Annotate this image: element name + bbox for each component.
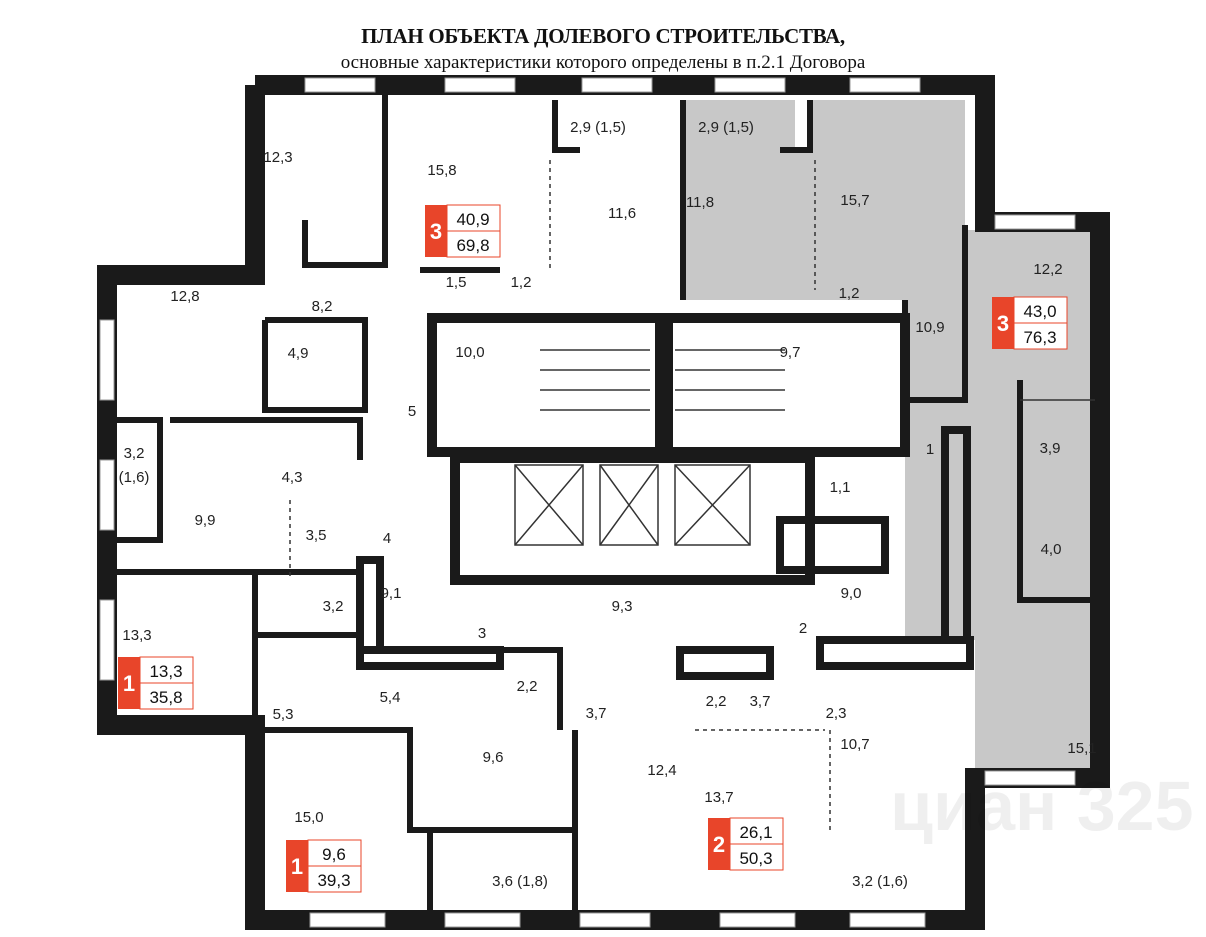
total-area: 69,8 [456,236,489,255]
total-area: 50,3 [739,849,772,868]
room-area-label: 9,9 [195,512,216,529]
living-area: 40,9 [456,210,489,229]
room-area-label: 4,0 [1041,541,1062,558]
apartment-badge[interactable]: 3 43,0 76,3 [992,296,1068,350]
plan-subtitle: основные характеристики которого определ… [340,52,866,73]
room-area-label: 12,2 [1033,261,1062,278]
room-area-label: 1,5 [446,274,467,291]
room-area-label: 15,7 [840,192,869,209]
apartment-rooms: 1 [291,854,303,879]
apartment-rooms: 2 [713,832,725,857]
total-area: 35,8 [149,688,182,707]
room-area-label: 13,7 [704,789,733,806]
room-area-label: 1,1 [830,479,851,496]
room-area-label: 3,7 [750,693,771,710]
room-area-label: 4,9 [288,345,309,362]
room-area-label: 10,7 [840,736,869,753]
watermark-logo: циан 325 [890,767,1194,845]
living-area: 26,1 [739,823,772,842]
room-area-label: 5,3 [273,706,294,723]
room-area-label: 3,2 [323,598,344,615]
room-area-label: 2,2 [706,693,727,710]
room-area-label: 2,3 [826,705,847,722]
room-area-label: 11,6 [608,205,636,222]
room-area-label: 1,2 [839,285,860,302]
living-area: 9,6 [322,845,346,864]
room-area-label: 5 [408,403,416,420]
room-area-label: 15,1 [1067,740,1096,757]
room-area-label: 2,9 (1,5) [698,119,754,136]
room-area-label: 2,2 [517,678,538,695]
outer-wall [97,75,1110,930]
apartment-badge[interactable]: 1 13,3 35,8 [118,656,194,710]
room-area-label: 3,6 (1,8) [492,873,548,890]
windows [99,77,1076,928]
room-area-label: 2 [799,620,807,637]
room-labels: 2,9 (1,5) 2,9 (1,5) 12,3 15,8 11,8 15,7 … [119,119,1097,890]
room-area-label: 3,2 [124,445,145,462]
room-area-label: 3,9 [1040,440,1061,457]
apartment-rooms: 3 [997,311,1009,336]
room-area-label: 1 [926,441,934,458]
apartment-rooms: 3 [430,219,442,244]
apartment-badge[interactable]: 3 40,9 69,8 [425,204,501,258]
room-area-label: 15,0 [294,809,323,826]
room-area-label: 9,3 [612,598,633,615]
room-area-label: 12,8 [170,288,199,305]
living-area: 13,3 [149,662,182,681]
plan-title: ПЛАН ОБЪЕКТА ДОЛЕВОГО СТРОИТЕЛЬСТВА, [361,24,845,48]
room-area-label: 3,7 [586,705,607,722]
living-area: 43,0 [1023,302,1056,321]
room-area-label: 9,6 [483,749,504,766]
room-area-label: 10,9 [915,319,944,336]
room-area-label: 3 [478,625,486,642]
room-area-label: 15,8 [427,162,456,179]
selected-apartment-area [683,100,1090,775]
room-area-label: 2,9 (1,5) [570,119,626,136]
room-area-label: 9,7 [780,344,801,361]
room-area-label: 5,4 [380,689,401,706]
room-area-label: 1,2 [511,274,532,291]
interior-walls [110,90,1095,920]
room-area-label: 9,1 [381,585,402,602]
room-area-label: 11,8 [686,194,714,211]
apartment-badge[interactable]: 2 26,1 50,3 [708,817,784,871]
room-area-label: 12,3 [263,149,292,166]
room-area-label: 8,2 [312,298,333,315]
apartment-badge[interactable]: 1 9,6 39,3 [286,839,362,893]
room-area-label: 9,0 [841,585,862,602]
room-area-label: 3,2 (1,6) [852,873,908,890]
total-area: 76,3 [1023,328,1056,347]
apartment-rooms: 1 [123,671,135,696]
room-area-label: 3,5 [306,527,327,544]
room-area-label: 10,0 [455,344,484,361]
room-area-label: 13,3 [122,627,151,644]
room-area-label: 12,4 [647,762,676,779]
total-area: 39,3 [317,871,350,890]
room-area-label: (1,6) [119,469,150,486]
room-area-label: 4,3 [282,469,303,486]
room-area-label: 4 [383,530,391,547]
